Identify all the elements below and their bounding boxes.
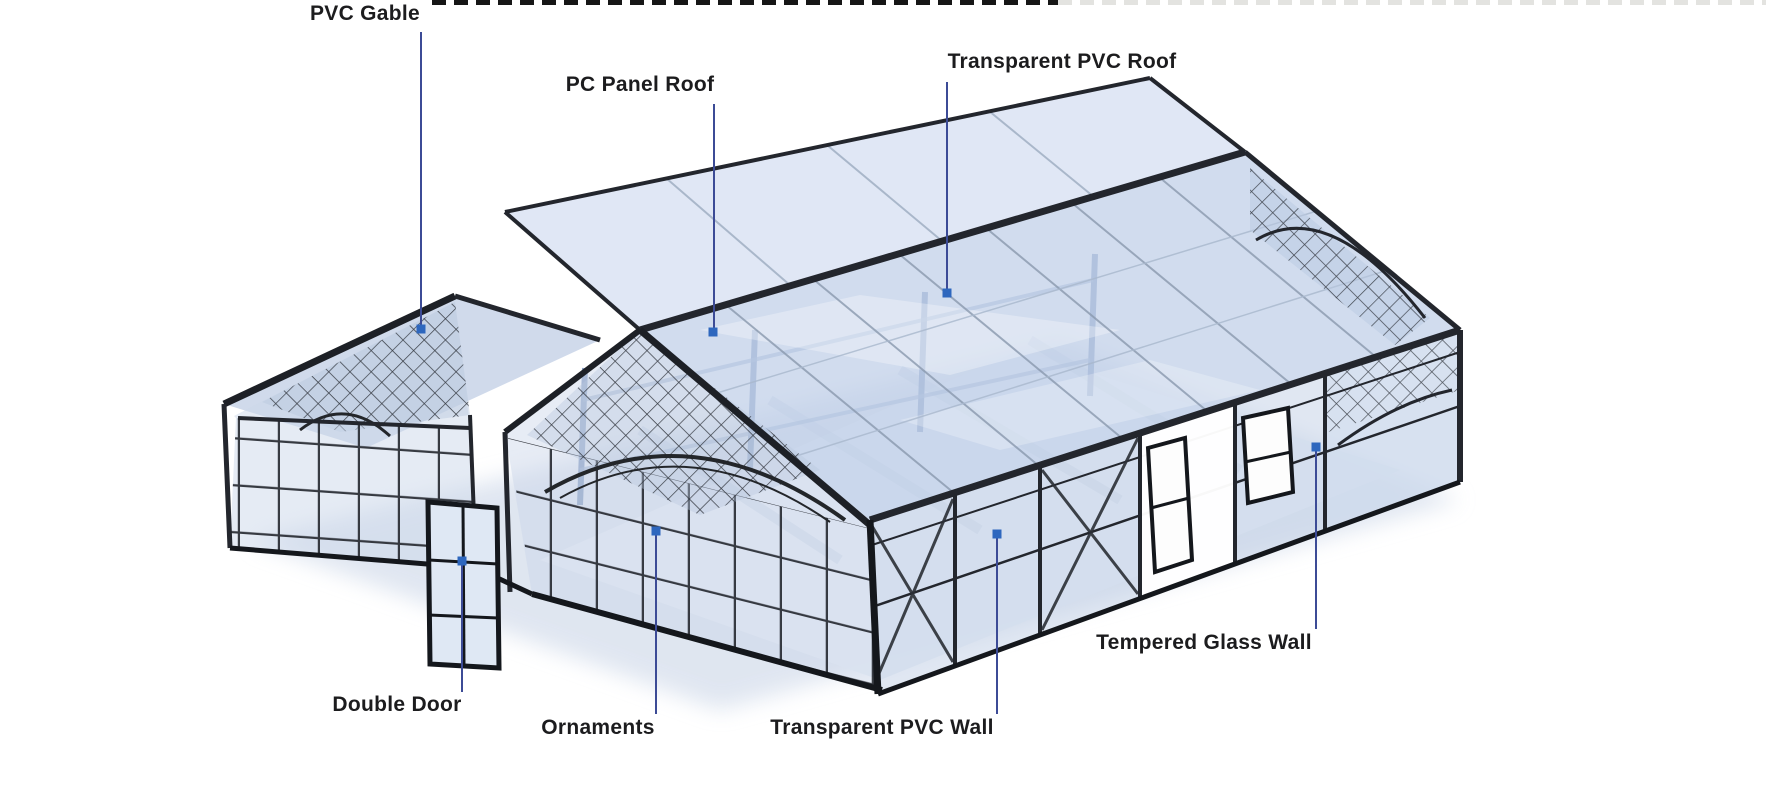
main-front-gable [502,327,883,695]
front-wall-grid [508,438,880,688]
annex-wing [221,292,601,671]
leader-line-pvc-gable [420,32,422,327]
callout-label-transparent-pvc-roof: Transparent PVC Roof [947,50,1177,73]
far-gable-arch-ornament [1255,226,1427,319]
marker-transparent-pvc-wall [992,529,1002,539]
leader-line-ornaments [655,533,657,714]
marker-transparent-pvc-roof [942,288,952,298]
pvc-gable-mesh-annex [262,302,470,432]
end-wall-arch-ornament [1337,388,1453,447]
ridge-beam [639,148,1246,334]
callout-label-pvc-gable: PVC Gable [309,2,421,25]
marker-pc-panel-roof [708,327,718,337]
callout-label-double-door: Double Door [332,693,462,716]
annex-arch-ornament [299,412,392,438]
double-door [425,499,502,671]
leader-line-pc-panel-roof [713,104,715,330]
leader-line-transparent-pvc-wall [996,536,998,714]
marker-ornaments [651,526,661,536]
front-corner-post [866,519,882,695]
right-bottom-beam [877,479,1461,697]
leader-line-double-door [461,563,463,692]
leader-line-tempered-glass-wall [1315,449,1317,629]
end-wall-mesh [1325,330,1460,433]
right-eave-beam [868,326,1462,524]
annex-wall-grid [230,418,476,568]
callout-label-ornaments: Ornaments [541,716,655,739]
marker-pvc-gable [416,324,426,334]
leader-line-transparent-pvc-roof [946,82,948,291]
gable-arch-ornaments [543,454,847,523]
transparent-pvc-roof-plane [639,148,1462,520]
marker-tempered-glass-wall [1311,442,1321,452]
wall-x-braces [870,437,1140,691]
transparent-pvc-wall-right [868,326,1463,697]
marker-double-door [457,556,467,566]
roof-purlins [716,210,1389,458]
wall-posts [953,330,1463,665]
roof-rafters [725,176,1377,494]
far-gable-mesh [1250,168,1430,345]
open-door-leaves [1145,405,1296,575]
back-roof-slope [503,76,1247,332]
callout-label-transparent-pvc-wall: Transparent PVC Wall [770,716,994,739]
callout-label-pc-panel-roof: PC Panel Roof [565,73,715,96]
callout-label-tempered-glass-wall: Tempered Glass Wall [1096,631,1312,654]
